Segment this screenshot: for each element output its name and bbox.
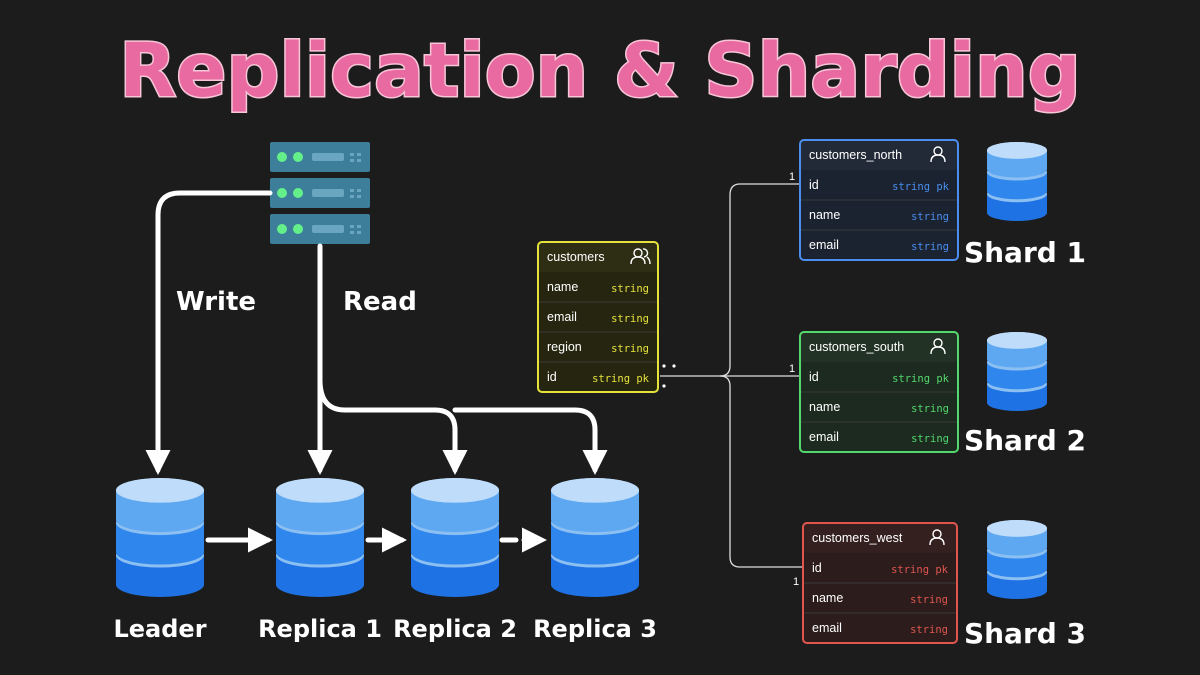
replica-2-label: Replica 2	[393, 615, 517, 643]
leader-db-icon	[116, 478, 204, 597]
leader-label: Leader	[113, 615, 206, 643]
shard-3-field-name-type: string	[910, 594, 948, 606]
read-arrow-replica-3	[452, 407, 608, 475]
customers-field-region: region	[547, 340, 582, 354]
shard-1-field-name-type: string	[911, 211, 949, 223]
read-arrow-replica-2	[317, 377, 468, 475]
shard-connector-north	[719, 183, 800, 377]
replica-2-db-icon	[411, 478, 499, 597]
customers-field-name: name	[547, 280, 578, 294]
shard-1-field-email-type: string	[911, 241, 949, 253]
shard-3-table-name: customers_west	[812, 531, 903, 545]
users-icon	[630, 248, 651, 265]
read-label: Read	[343, 287, 417, 317]
shard-2-field-name: name	[809, 400, 840, 414]
user-icon	[930, 146, 946, 163]
shard-3-field-id-type: string pk	[891, 564, 949, 576]
shard-2-cardinality: 1	[789, 363, 795, 375]
shard-1-cardinality: 1	[789, 171, 795, 183]
customers-table: customers name string email string region stri…	[537, 241, 659, 393]
shard-3-db-icon	[987, 520, 1047, 599]
user-icon	[930, 338, 946, 355]
replica-3-db-icon	[551, 478, 639, 597]
user-icon	[929, 529, 945, 546]
shard-1-table-name: customers_north	[809, 148, 902, 162]
shard-2-field-id: id	[809, 370, 819, 384]
shard-3-cardinality: 1	[793, 576, 799, 588]
shard-3-field-id: id	[812, 561, 822, 575]
shard-2-table-name: customers_south	[809, 340, 904, 354]
customers-field-region-type: string	[611, 343, 649, 355]
replica-1-label: Replica 1	[258, 615, 382, 643]
replica-3-label: Replica 3	[533, 615, 657, 643]
shard-connector-west	[719, 375, 803, 568]
shard-1-field-name: name	[809, 208, 840, 222]
shard-3-label: Shard 3	[964, 617, 1086, 650]
shard-3-field-email: email	[812, 621, 842, 635]
customers-field-email: email	[547, 310, 577, 324]
shard-1-field-id-type: string pk	[892, 181, 950, 193]
write-label: Write	[176, 287, 256, 317]
server-rack-icon	[270, 142, 370, 244]
shard-1-field-id: id	[809, 178, 819, 192]
shard-2-label: Shard 2	[964, 424, 1086, 457]
customers-field-email-type: string	[611, 313, 649, 325]
page-title: Replication & Sharding	[119, 28, 1080, 114]
shard-1-db-icon	[987, 142, 1047, 222]
customers-field-id: id	[547, 370, 557, 384]
customers-field-id-type: string pk	[592, 373, 650, 385]
shard-2-field-id-type: string pk	[892, 373, 950, 385]
shard-1-field-email: email	[809, 238, 839, 252]
customers-field-name-type: string	[611, 283, 649, 295]
write-arrow	[145, 190, 273, 475]
customers-table-name: customers	[547, 250, 605, 264]
shard-2-db-icon	[987, 332, 1047, 411]
shard-1-label: Shard 1	[964, 236, 1086, 269]
shard-2-field-name-type: string	[911, 403, 949, 415]
replica-1-db-icon	[276, 478, 365, 597]
shard-3-field-name: name	[812, 591, 843, 605]
shard-2-field-email: email	[809, 430, 839, 444]
shard-2-field-email-type: string	[911, 433, 949, 445]
shard-3-field-email-type: string	[910, 624, 948, 636]
